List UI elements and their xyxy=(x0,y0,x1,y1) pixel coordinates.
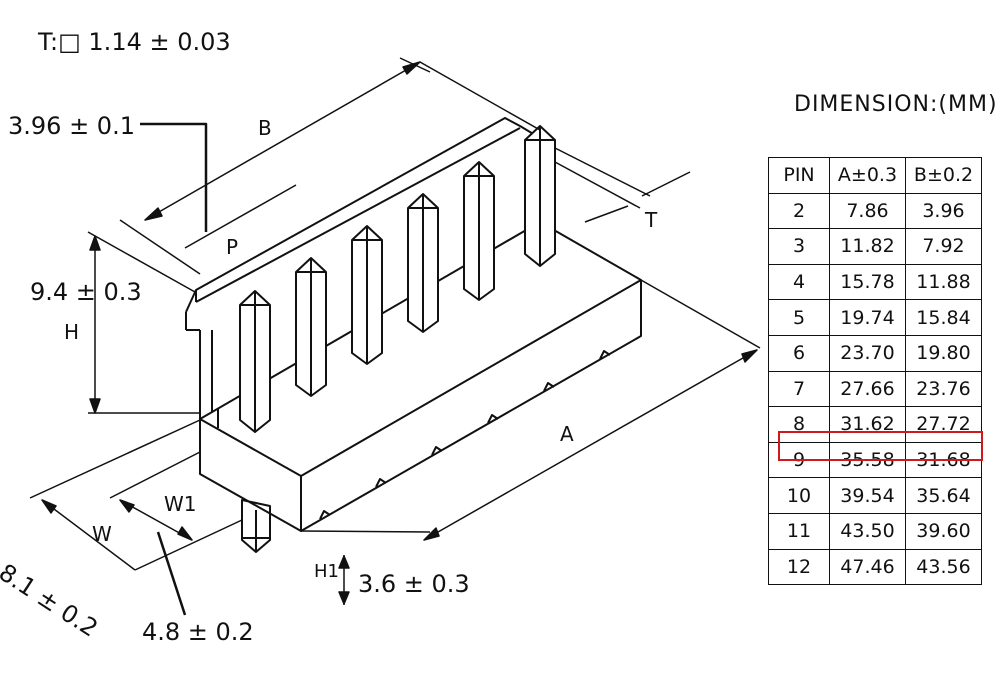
table-cell: 39.60 xyxy=(905,512,982,550)
tail-length-tolerance-label: 3.6 ± 0.3 xyxy=(358,570,470,598)
table-cell: 43.50 xyxy=(829,512,906,550)
dimension-p-label: P xyxy=(226,235,239,259)
table-cell: PIN xyxy=(768,157,830,194)
table-cell: 7 xyxy=(768,370,830,408)
table-cell: 19.80 xyxy=(905,334,982,372)
table-cell: A±0.3 xyxy=(829,157,906,194)
table-cell: 7.86 xyxy=(829,192,906,230)
highlight-box xyxy=(778,431,983,461)
pin-3 xyxy=(351,225,383,365)
table-cell: 12 xyxy=(768,548,830,586)
table-cell: 11 xyxy=(768,512,830,550)
pin-2 xyxy=(295,257,327,397)
pitch-tolerance-label: 3.96 ± 0.1 xyxy=(8,112,135,140)
table-cell: 43.56 xyxy=(905,548,982,586)
table-cell: 39.54 xyxy=(829,477,906,514)
table-cell: 23.70 xyxy=(829,334,906,372)
w1-tolerance-label: 4.8 ± 0.2 xyxy=(142,618,254,646)
table-cell: 11.88 xyxy=(905,263,982,301)
pin-5 xyxy=(463,161,495,301)
table-cell: 2 xyxy=(768,192,830,230)
dimension-b-label: B xyxy=(258,116,272,140)
back-wall xyxy=(185,117,541,419)
dimension-h1-label: H1 xyxy=(314,561,339,582)
table-cell: 5 xyxy=(768,299,830,336)
table-cell: B±0.2 xyxy=(905,157,982,194)
table-cell: 15.78 xyxy=(829,263,906,301)
table-cell: 10 xyxy=(768,477,830,514)
table-cell: 8 xyxy=(768,406,830,443)
pin-4 xyxy=(407,193,439,333)
dimension-w-label: W xyxy=(92,522,112,546)
pins xyxy=(239,125,556,553)
table-cell: 3.96 xyxy=(905,192,982,230)
table-cell: 15.84 xyxy=(905,299,982,336)
dimension-h-label: H xyxy=(64,320,80,344)
table-cell: 35.64 xyxy=(905,477,982,514)
table-cell: 31.62 xyxy=(829,406,906,443)
table-cell: 4 xyxy=(768,263,830,301)
table-cell: 6 xyxy=(768,334,830,372)
dimension-a-label: A xyxy=(560,422,574,446)
height-tolerance-label: 9.4 ± 0.3 xyxy=(30,278,142,306)
pin-6 xyxy=(524,125,556,267)
table-title: DIMENSION:(MM) xyxy=(794,92,998,117)
table-cell: 23.76 xyxy=(905,370,982,408)
dimension-lines xyxy=(29,57,761,616)
table-cell: 47.46 xyxy=(829,548,906,586)
table-cell: 27.66 xyxy=(829,370,906,408)
pin-tail xyxy=(241,499,271,553)
table-cell: 7.92 xyxy=(905,228,982,265)
table-cell: 11.82 xyxy=(829,228,906,265)
pin-1 xyxy=(239,290,271,433)
table-cell: 19.74 xyxy=(829,299,906,336)
thickness-spec-label: T:□ 1.14 ± 0.03 xyxy=(38,28,231,56)
table-cell: 3 xyxy=(768,228,830,265)
dimension-t-label: T xyxy=(645,208,658,232)
table-cell: 27.72 xyxy=(905,406,982,443)
dimension-w1-label: W1 xyxy=(164,492,197,516)
